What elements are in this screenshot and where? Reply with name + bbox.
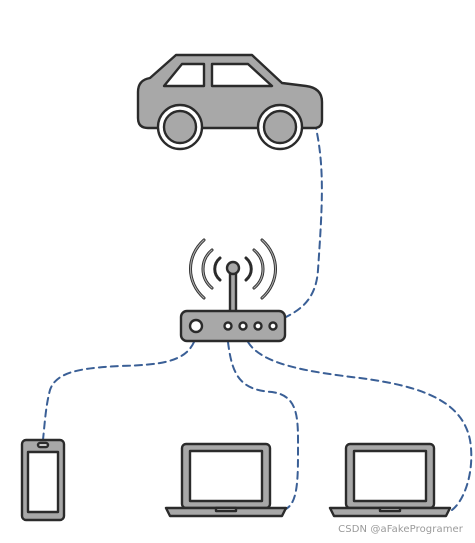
smartphone-icon [20, 438, 66, 522]
router-body [179, 309, 287, 343]
laptop-1-touchpad [214, 506, 238, 513]
link-router-laptop-1 [227, 341, 300, 511]
car-window-rear [210, 62, 274, 88]
phone-speaker [36, 441, 50, 449]
signal-wave-right-mid-inner [253, 249, 264, 289]
router-led-4 [268, 321, 278, 331]
signal-wave-left-mid-inner [202, 249, 213, 289]
car-wheel-front [162, 109, 198, 145]
signal-wave-left-inner [213, 256, 222, 282]
car-window-front [162, 62, 206, 88]
signal-wave-right-inner [244, 256, 253, 282]
car-wheel-rear [262, 109, 298, 145]
link-router-car [283, 127, 323, 319]
laptop-2-screen [352, 449, 428, 503]
router-led-1 [223, 321, 233, 331]
link-router-laptop-2 [247, 341, 473, 511]
laptop-2-touchpad [378, 506, 402, 513]
router-led-3 [253, 321, 263, 331]
signal-wave-left-outer-inner [190, 239, 205, 299]
laptop-icon [164, 442, 288, 518]
router-power-indicator [188, 318, 204, 334]
wifi-router-icon [179, 238, 287, 343]
router-antenna-tip [225, 260, 241, 276]
signal-wave-right-outer-inner [261, 239, 276, 299]
phone-screen [26, 450, 60, 514]
laptop-1-screen [188, 449, 264, 503]
watermark: CSDN @aFakeProgramer [338, 524, 463, 535]
router-led-2 [238, 321, 248, 331]
laptop-icon [328, 442, 452, 518]
car-icon [136, 53, 324, 151]
link-router-phone [42, 341, 195, 441]
